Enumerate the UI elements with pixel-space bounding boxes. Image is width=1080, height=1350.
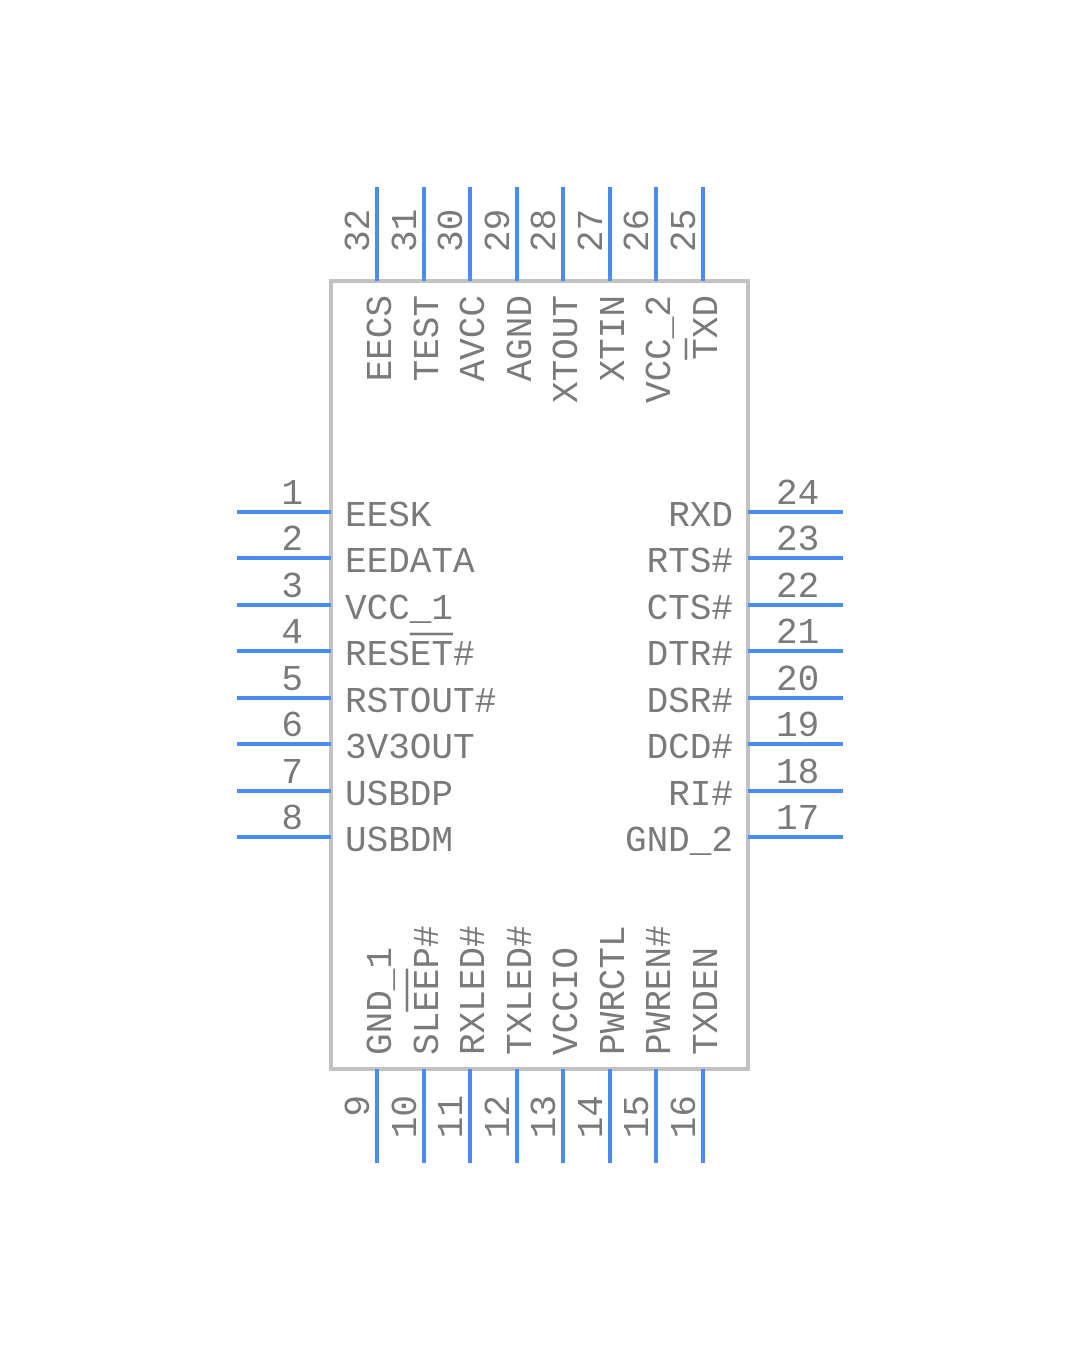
pin-number: 1	[281, 474, 303, 515]
pin-11: 11 RXLED#	[432, 925, 495, 1163]
pin-number: 25	[665, 209, 706, 252]
pin-number: 8	[281, 799, 303, 840]
pin-name: EECS	[361, 295, 402, 381]
pin-name: EESK	[345, 496, 432, 537]
pin-name: RSTOUT#	[345, 682, 496, 723]
pin-number: 32	[339, 209, 380, 252]
pin-number: 4	[281, 613, 303, 654]
pin-15: 15 PWREN#	[618, 925, 681, 1163]
pin-number: 13	[525, 1095, 566, 1138]
ic-body	[329, 279, 750, 1071]
pin-number: 23	[776, 520, 819, 561]
pin-name: TEST	[408, 295, 449, 381]
pin-number: 2	[281, 520, 303, 561]
pin-name: TXD	[687, 295, 728, 360]
pin-name: CTS#	[647, 589, 733, 630]
pin-number: 29	[479, 209, 520, 252]
pin-name: DTR#	[647, 635, 733, 676]
pin-12: 12 TXLED#	[479, 925, 542, 1163]
pin-6: 6 3V3OUT	[237, 706, 475, 769]
pin-name: AVCC	[454, 295, 495, 381]
pins-layer: 1EESK2EEDATA3VCC_14RESET#5RSTOUT#63V3OUT…	[237, 187, 843, 1163]
pin-number: 15	[618, 1095, 659, 1138]
pin-number: 17	[776, 799, 819, 840]
pin-name: DCD#	[647, 728, 733, 769]
pin-name: TXLED#	[501, 925, 542, 1055]
pin-number: 3	[281, 567, 303, 608]
pin-10: 10 SLEEP#	[386, 925, 449, 1163]
pin-name: TXDEN	[687, 947, 728, 1055]
pin-number: 24	[776, 474, 819, 515]
pin-13: 13 VCCIO	[525, 947, 588, 1163]
pin-number: 19	[776, 706, 819, 747]
pin-number: 18	[776, 753, 819, 794]
pin-name: SLEEP#	[408, 925, 449, 1055]
pin-number: 16	[665, 1095, 706, 1138]
pin-name: EEDATA	[345, 542, 475, 583]
pin-number: 31	[386, 209, 427, 252]
pin-number: 22	[776, 567, 819, 608]
pin-name: 3V3OUT	[345, 728, 475, 769]
pin-name: GND_2	[625, 821, 733, 862]
pin-number: 14	[572, 1095, 613, 1138]
pin-number: 27	[572, 209, 613, 252]
pin-name: RESET#	[345, 635, 475, 676]
pin-name: RXD	[668, 496, 733, 537]
pin-name: VCC_2	[640, 295, 681, 403]
pin-14: 14 PWRCTL	[572, 925, 635, 1163]
pin-name: PWREN#	[640, 925, 681, 1055]
pin-number: 21	[776, 613, 819, 654]
pin-number: 5	[281, 660, 303, 701]
pin-name: XTOUT	[547, 295, 588, 403]
pin-number: 28	[525, 209, 566, 252]
pin-name: PWRCTL	[594, 925, 635, 1055]
pin-name: VCCIO	[547, 947, 588, 1055]
pin-number: 26	[618, 209, 659, 252]
pin-9: 9 GND_1	[339, 947, 402, 1163]
pin-name: RI#	[668, 775, 733, 816]
pin-name: USBDM	[345, 821, 453, 862]
pin-number: 12	[479, 1095, 520, 1138]
pin-number: 11	[432, 1095, 473, 1138]
pin-name: VCC_1	[345, 589, 453, 630]
pin-number: 9	[339, 1095, 380, 1117]
pin-number: 20	[776, 660, 819, 701]
pin-number: 7	[281, 753, 303, 794]
pin-name: RTS#	[647, 542, 733, 583]
pin-number: 10	[386, 1095, 427, 1138]
pin-name: USBDP	[345, 775, 453, 816]
pin-number: 6	[281, 706, 303, 747]
pin-16: 16 TXDEN	[665, 947, 728, 1163]
pin-name: DSR#	[647, 682, 733, 723]
pin-name: AGND	[501, 295, 542, 381]
pin-name: XTIN	[594, 295, 635, 381]
pin-name: RXLED#	[454, 925, 495, 1055]
pin-number: 30	[432, 209, 473, 252]
pin-name: GND_1	[361, 947, 402, 1055]
